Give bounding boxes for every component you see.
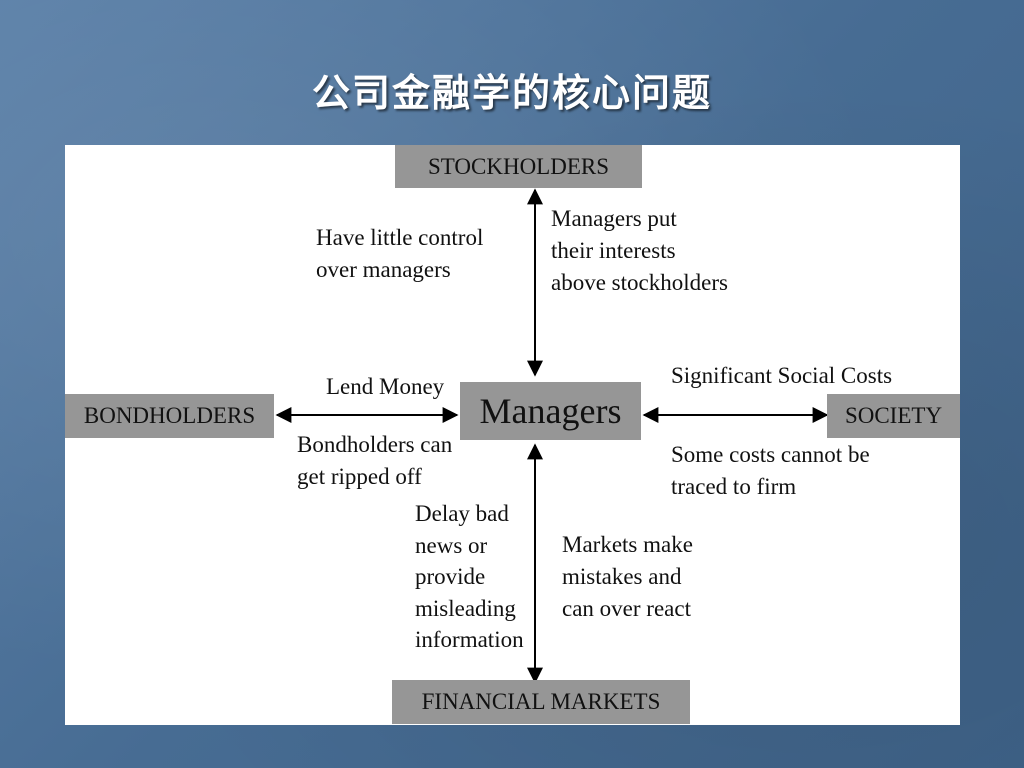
node-society: SOCIETY bbox=[827, 394, 960, 438]
label-lend-money: Lend Money bbox=[326, 374, 445, 399]
node-stockholders: STOCKHOLDERS bbox=[395, 145, 642, 188]
diagram-panel: STOCKHOLDERS Managers BONDHOLDERS SOCIET… bbox=[65, 145, 960, 725]
node-managers: Managers bbox=[460, 382, 641, 440]
label-social-costs: Significant Social Costs bbox=[671, 363, 893, 388]
label-little-control: Have little control over managers bbox=[316, 225, 484, 282]
node-financial-markets: FINANCIAL MARKETS bbox=[392, 680, 690, 724]
label-delay-bad-news: Delay bad news or provide misleading inf… bbox=[415, 501, 524, 652]
node-bondholders: BONDHOLDERS bbox=[65, 394, 274, 438]
label-markets-mistakes: Markets make mistakes and can over react bbox=[562, 532, 693, 621]
label-bondholders-ripped: Bondholders can get ripped off bbox=[297, 432, 453, 489]
slide-title: 公司金融学的核心问题 bbox=[311, 70, 712, 115]
arrows-layer bbox=[275, 188, 829, 684]
label-costs-traced: Some costs cannot be traced to firm bbox=[671, 442, 870, 499]
label-managers-put: Managers put their interests above stock… bbox=[551, 206, 728, 295]
